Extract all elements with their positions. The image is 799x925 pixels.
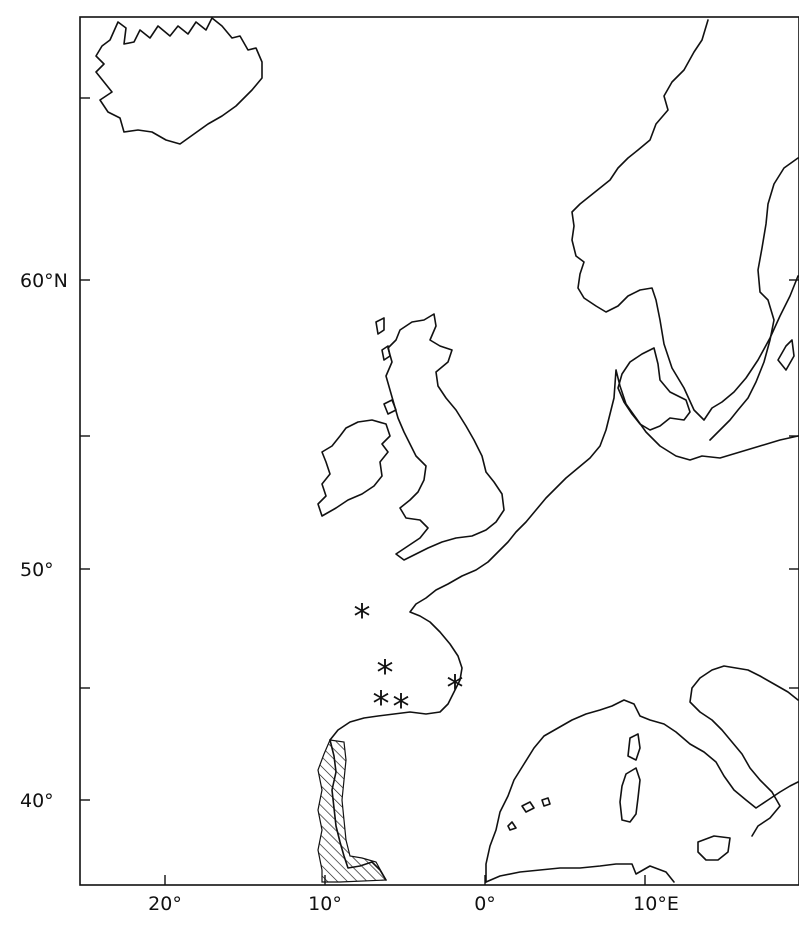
map-frame <box>79 16 799 886</box>
ireland-coastline <box>317 419 391 517</box>
lon-label-10: 10° <box>308 893 342 915</box>
italy-coastline <box>689 665 799 837</box>
lat-label-60: 60°N <box>20 270 68 292</box>
continental-coastline <box>329 369 799 741</box>
scotland-island-3 <box>381 345 391 361</box>
iceland-coastline <box>95 17 263 145</box>
balearic-island-2 <box>541 797 551 807</box>
marker-asterisk-2: * <box>377 653 394 693</box>
lon-label-0: 0° <box>474 893 496 915</box>
marker-asterisk-3: * <box>373 684 390 724</box>
lat-label-50: 50° <box>20 559 54 581</box>
lon-label-20: 20° <box>148 893 182 915</box>
scotland-island-2 <box>375 317 385 335</box>
mediterranean-north-coastline <box>485 699 799 883</box>
lon-label-10e: 10°E <box>633 893 679 915</box>
north-africa-coastline <box>485 863 675 883</box>
marker-asterisk-1: * <box>354 597 371 637</box>
marker-asterisk-4: * <box>393 687 410 727</box>
baltic-coastline <box>709 157 799 441</box>
gotland-coastline <box>777 339 795 371</box>
scotland-island-1 <box>383 399 397 415</box>
scandinavia-coastline <box>571 19 799 421</box>
lat-label-40: 40° <box>20 790 54 812</box>
denmark-coastline <box>617 347 691 431</box>
balearic-island-1 <box>521 801 535 813</box>
sardinia-coastline <box>619 767 641 823</box>
great-britain-coastline <box>385 313 505 561</box>
corsica-coastline <box>627 733 641 761</box>
balearic-island-3 <box>507 821 517 831</box>
portugal-hatched-area <box>317 739 387 883</box>
marker-asterisk-5: * <box>447 668 464 708</box>
sicily-coastline <box>697 835 731 861</box>
